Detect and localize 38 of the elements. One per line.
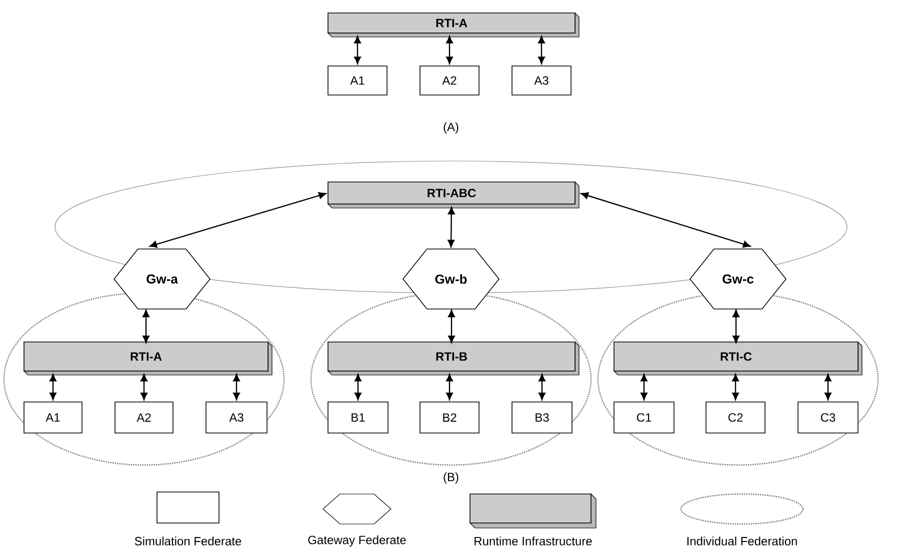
double-arrow <box>580 192 751 248</box>
federate-box: C2 <box>706 402 766 434</box>
federate-box: B2 <box>420 402 480 434</box>
federate-box: C3 <box>798 402 858 434</box>
legend-text: Runtime Infrastructure <box>474 536 592 546</box>
federate-box: C1 <box>614 402 674 434</box>
federate-box: A1 <box>328 66 388 96</box>
federate-box: A3 <box>512 66 572 96</box>
legend-text: Simulation Federate <box>134 536 242 546</box>
panel-label: (B) <box>444 472 458 484</box>
double-arrow <box>140 374 148 400</box>
double-arrow <box>233 374 240 400</box>
double-arrow <box>446 374 453 400</box>
double-arrow <box>732 310 740 344</box>
double-arrow <box>538 374 546 400</box>
double-arrow <box>446 36 453 64</box>
panel-label: (A) <box>444 122 458 134</box>
double-arrow <box>824 374 832 400</box>
double-arrow <box>149 192 326 248</box>
double-arrow <box>50 374 56 400</box>
double-arrow <box>732 374 739 400</box>
legend-text: Individual Federation <box>687 536 797 546</box>
federate-box: B1 <box>328 402 388 434</box>
gateway-hexagon: Gw-b <box>402 248 500 310</box>
federate-box: A1 <box>24 402 82 434</box>
federate-box: A2 <box>114 402 174 434</box>
double-arrow <box>538 36 545 64</box>
double-arrow <box>354 374 362 400</box>
federate-box: A2 <box>420 66 480 96</box>
double-arrow <box>448 206 455 248</box>
double-arrow <box>448 310 455 344</box>
double-arrow <box>354 36 361 64</box>
gateway-hexagon: Gw-c <box>690 248 787 310</box>
federate-box: B3 <box>512 402 572 434</box>
double-arrow <box>142 310 150 344</box>
legend-text: Gateway Federate <box>308 535 406 547</box>
federate-box: A3 <box>206 402 268 434</box>
double-arrow <box>640 374 648 400</box>
